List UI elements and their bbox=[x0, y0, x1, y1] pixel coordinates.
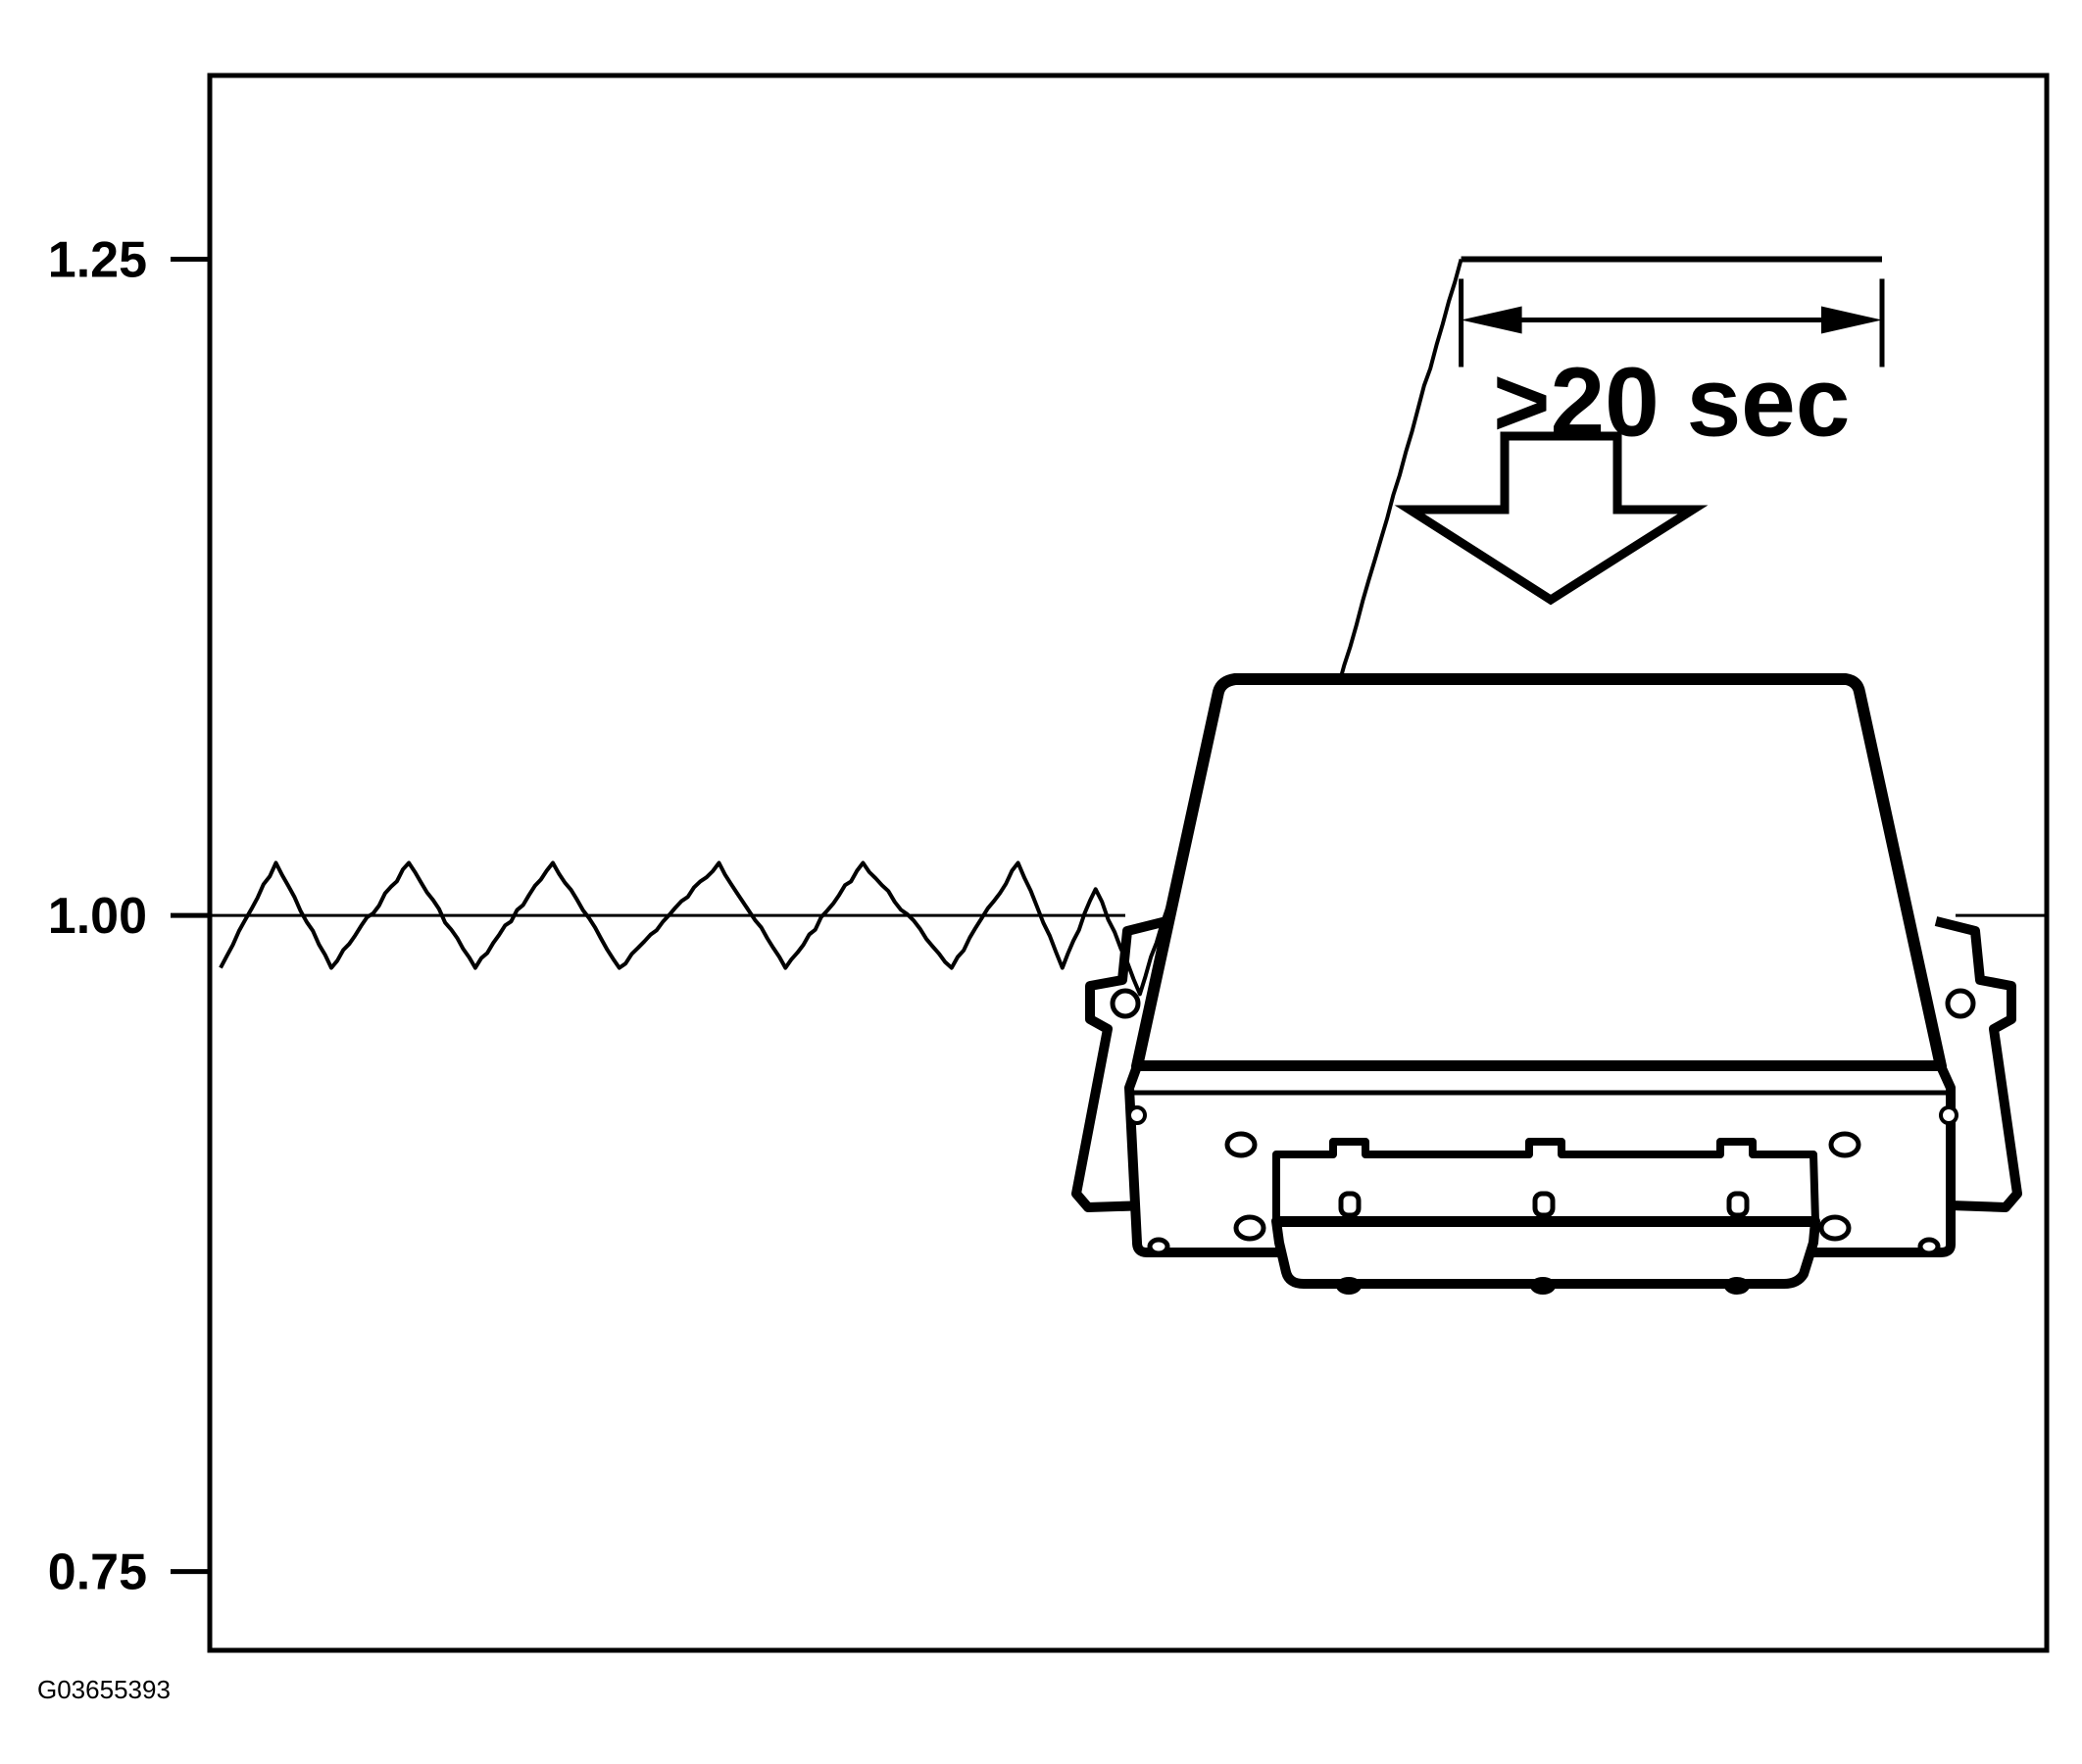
connector-latch bbox=[1726, 1191, 1750, 1218]
mounting-hole bbox=[1945, 988, 1976, 1019]
connector-latch bbox=[1338, 1191, 1362, 1218]
y-tick-label: 1.25 bbox=[48, 231, 147, 288]
screw bbox=[1917, 1237, 1941, 1256]
mounting-hole bbox=[1110, 988, 1141, 1019]
figure-code: G03655393 bbox=[37, 1675, 171, 1704]
connector-housing bbox=[1272, 1138, 1819, 1225]
connector-pin bbox=[1530, 1277, 1556, 1295]
y-tick-label: 1.00 bbox=[48, 888, 147, 945]
screw bbox=[1233, 1214, 1266, 1242]
connector-plug bbox=[1271, 1216, 1820, 1289]
mounting-bracket bbox=[1071, 916, 2022, 1212]
screw bbox=[1127, 1105, 1147, 1125]
screw bbox=[1828, 1131, 1861, 1158]
duration-annotation: >20 sec bbox=[1459, 278, 1885, 457]
plot-frame bbox=[207, 73, 2050, 1653]
y-axis: 1.25 1.00 0.75 bbox=[48, 231, 210, 1601]
module-housing-top bbox=[1131, 673, 1947, 1072]
connector-pin bbox=[1336, 1277, 1362, 1295]
screw bbox=[1224, 1131, 1258, 1158]
duration-arrowhead-left bbox=[1461, 306, 1522, 334]
connector-pin bbox=[1724, 1277, 1750, 1295]
screw bbox=[1147, 1237, 1170, 1256]
duration-arrowhead-right bbox=[1821, 306, 1882, 334]
y-tick-label: 0.75 bbox=[48, 1544, 147, 1601]
connector-latch bbox=[1532, 1191, 1556, 1218]
screw bbox=[1939, 1105, 1958, 1125]
down-arrow-icon bbox=[1394, 431, 1709, 606]
screw bbox=[1818, 1214, 1852, 1242]
control-module-icon bbox=[1071, 673, 2022, 1295]
